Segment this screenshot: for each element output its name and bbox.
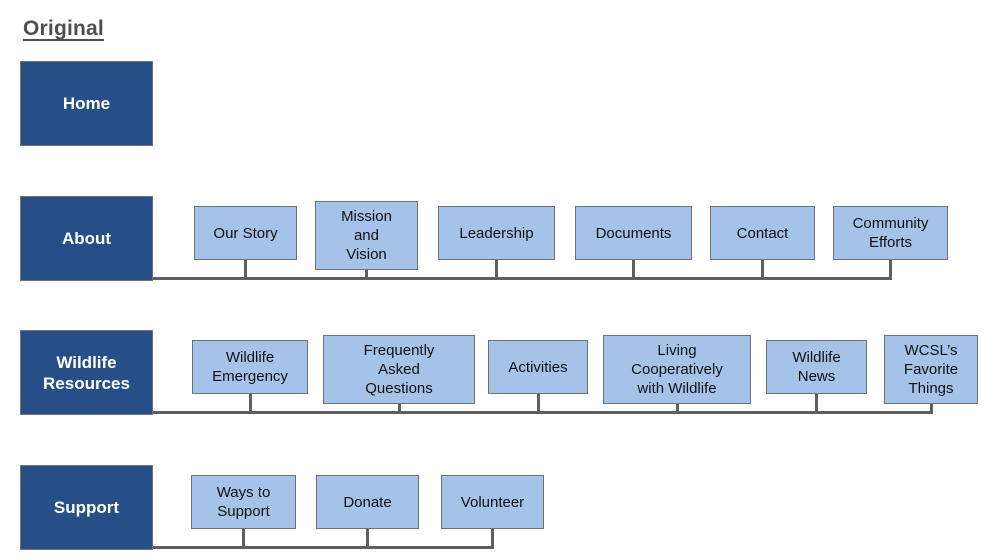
node-donate: Donate [316,475,419,530]
sitemap-node-cell: Contact [710,196,815,279]
node-living-cooperatively-with-wildlife: Living Cooperatively with Wildlife [603,334,751,404]
tree-row: About Our Story Mission and Vision Leade… [20,196,985,281]
sitemap-node-cell: Our Story [194,196,297,279]
tree-row: Home [20,61,985,146]
node-wildlife-emergency: Wildlife Emergency [192,340,308,395]
sitemap-node-cell: Leadership [438,196,555,279]
sitemap-node-cell: Community Efforts [833,196,948,279]
node-frequently-asked-questions: Frequently Asked Questions [323,334,475,404]
connector-stub [632,260,635,279]
sitemap-node-cell: Mission and Vision [315,196,418,279]
connector-line [153,411,933,414]
node-ways-to-support: Ways to Support [191,475,296,530]
sitemap-node-cell: Wildlife News [766,330,867,413]
node-wildlife-news: Wildlife News [766,340,867,395]
sitemap-node-cell: Wildlife Emergency [192,330,308,413]
node-wcsls-favorite-things: WCSL’s Favorite Things [884,334,978,404]
node-volunteer: Volunteer [441,475,544,530]
tree-row: Wildlife Resources Wildlife Emergency Fr… [20,330,985,415]
sitemap-node-cell: Volunteer [441,465,544,548]
sitemap-node-cell: Activities [488,330,588,413]
connector-stub [366,529,369,548]
node-our-story: Our Story [194,206,297,261]
node-about: About [20,196,153,281]
node-contact: Contact [710,206,815,261]
sitemap-node-cell: Documents [575,196,692,279]
connector-stub [495,260,498,279]
node-leadership: Leadership [438,206,555,261]
node-mission-and-vision: Mission and Vision [315,200,418,270]
page-title: Original [23,17,104,40]
node-community-efforts: Community Efforts [833,206,948,261]
connector-stub [815,394,818,413]
sitemap-node-cell: Ways to Support [191,465,296,548]
tree-row: Support Ways to Support Donate Volunteer [20,465,985,550]
node-support: Support [20,465,153,550]
sitemap-node-cell: Living Cooperatively with Wildlife [603,330,751,413]
connector-stub [397,403,401,413]
connector-stub [244,260,247,279]
connector-line [153,546,494,549]
connector-stub [242,529,245,548]
connector-stub [761,260,764,279]
connector-stub [536,394,540,413]
node-documents: Documents [575,206,692,261]
sitemap-node-cell: WCSL’s Favorite Things [884,330,978,413]
connector-stub [675,403,679,413]
node-activities: Activities [488,340,588,395]
connector-stub [889,260,892,279]
node-home: Home [20,61,153,146]
connector-line [153,277,892,280]
sitemap-node-cell: Frequently Asked Questions [323,330,475,413]
sitemap-node-cell: Donate [316,465,419,548]
connector-stub [365,269,368,279]
connector-stub [491,529,494,548]
connector-stub [929,403,933,413]
connector-stub [248,394,252,413]
node-wildlife-resources: Wildlife Resources [20,330,153,415]
